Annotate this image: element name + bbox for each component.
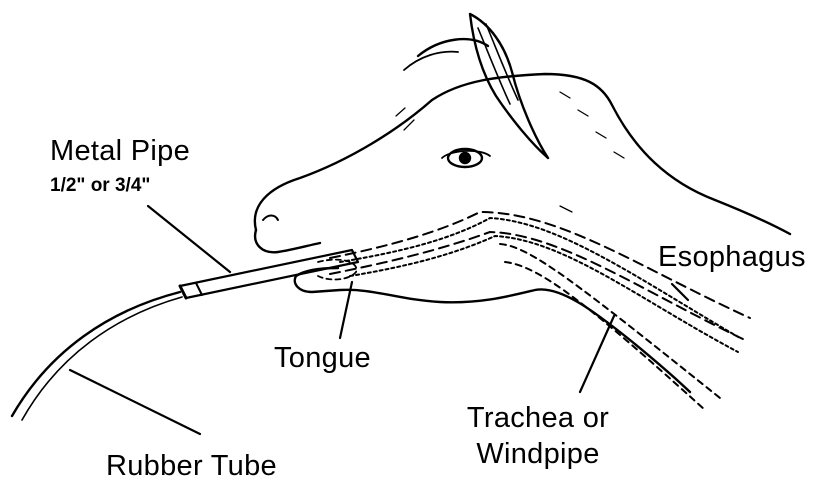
label-rubber-tube: Rubber Tube (106, 452, 277, 481)
label-trachea-line1: Trachea or (448, 400, 628, 436)
hair-stroke (560, 92, 570, 98)
hair-stroke (560, 206, 572, 212)
leader-metal-pipe (148, 206, 230, 272)
goat-muzzle (255, 230, 320, 252)
label-metal-pipe: Metal Pipe (50, 137, 190, 166)
label-trachea-line2: Windpipe (448, 436, 628, 472)
rubber-tube-edge (22, 297, 182, 420)
goat-lower-jaw (295, 276, 690, 392)
hair-stroke (396, 108, 405, 116)
hair-stroke (578, 110, 588, 116)
goat-head-outline (255, 74, 790, 234)
label-pipe-size: 1/2" or 3/4" (50, 176, 150, 195)
goat-nostril (263, 216, 278, 221)
goat-ear-back-2 (404, 52, 458, 70)
hair-stroke (614, 152, 624, 158)
goat-pupil (460, 153, 470, 163)
goat-lip (296, 268, 338, 276)
label-trachea: Trachea or Windpipe (448, 400, 628, 472)
leader-trachea (580, 316, 614, 392)
label-tongue: Tongue (274, 344, 371, 373)
label-esophagus: Esophagus (658, 243, 806, 272)
hair-stroke (596, 132, 606, 138)
leader-rubber-tube (70, 370, 200, 434)
